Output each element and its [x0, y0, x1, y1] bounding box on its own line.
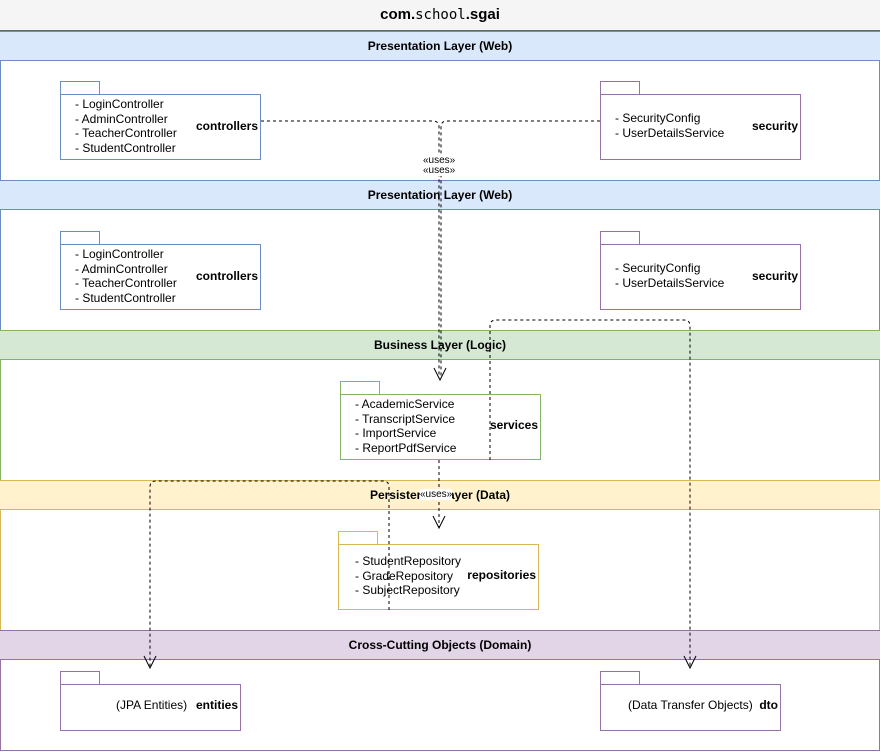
business-band	[0, 360, 880, 480]
repository-item: - SubjectRepository	[355, 583, 460, 597]
uses-label-controllers: «uses»	[423, 155, 456, 166]
title-mono: school	[415, 7, 466, 23]
repositories-to-entities-connector	[149, 480, 390, 666]
persistence-band	[0, 510, 880, 630]
security-package-name-2: security	[751, 269, 798, 283]
service-item: - TranscriptService	[355, 411, 456, 426]
controllers-package-name-1: controllers	[195, 119, 258, 133]
services-package: - AcademicService - TranscriptService - …	[340, 394, 541, 460]
services-to-dto-connector	[489, 319, 691, 666]
dto-arrowhead	[683, 655, 697, 670]
controller-item: - AdminController	[75, 111, 168, 126]
controller-item: - AdminController	[75, 261, 168, 276]
controllers-items-2: - LoginController - AdminController - Te…	[75, 247, 177, 305]
security-item: - SecurityConfig	[615, 111, 701, 125]
security-item: - UserDetailsService	[615, 125, 725, 140]
repository-item: - GradeRepository	[355, 568, 454, 583]
security-package-2: - SecurityConfig - UserDetailsService se…	[600, 244, 801, 310]
controller-item: - LoginController	[75, 247, 164, 261]
dto-package: (Data Transfer Objects) dto	[600, 684, 781, 731]
entities-arrowhead	[143, 655, 157, 670]
security-package-name-1: security	[751, 119, 798, 133]
service-item: - ReportPdfService	[355, 440, 457, 455]
uses-label-security: «uses»	[423, 165, 456, 176]
repositories-package: - StudentRepository - GradeRepository - …	[338, 544, 539, 610]
entities-package: (JPA Entities) entities	[60, 684, 241, 731]
security-package-1: - SecurityConfig - UserDetailsService se…	[600, 94, 801, 160]
presentation-layer-header-2: Presentation Layer (Web)	[0, 180, 880, 210]
controller-item: - StudentController	[75, 140, 176, 155]
service-item: - AcademicService	[355, 397, 455, 411]
controllers-to-services-connector	[261, 120, 440, 378]
title-prefix: com.	[380, 6, 416, 23]
controller-item: - LoginController	[75, 97, 164, 111]
controller-item: - TeacherController	[75, 126, 177, 140]
security-item: - UserDetailsService	[615, 275, 725, 290]
uses-label-repositories: «uses»	[420, 489, 453, 500]
controllers-items-1: - LoginController - AdminController - Te…	[75, 97, 177, 155]
repositories-items: - StudentRepository - GradeRepository - …	[355, 554, 461, 598]
title-suffix: .sgai	[465, 6, 500, 23]
cross-cutting-band	[0, 660, 880, 751]
presentation-layer-header-1: Presentation Layer (Web)	[0, 31, 880, 61]
repositories-arrowhead	[432, 515, 446, 530]
controller-item: - StudentController	[75, 290, 176, 305]
security-to-services-connector	[440, 120, 600, 378]
controllers-package-1: - LoginController - AdminController - Te…	[60, 94, 261, 160]
presentation-band-1	[0, 61, 880, 180]
repository-item: - StudentRepository	[355, 554, 462, 568]
security-items-2: - SecurityConfig - UserDetailsService	[615, 261, 724, 290]
cross-cutting-layer-header: Cross-Cutting Objects (Domain)	[0, 630, 880, 660]
service-item: - ImportService	[355, 426, 437, 440]
security-items-1: - SecurityConfig - UserDetailsService	[615, 111, 724, 140]
services-package-name: services	[489, 418, 538, 432]
dto-description: (Data Transfer Objects)	[628, 698, 753, 712]
controllers-package-name-2: controllers	[195, 269, 258, 283]
services-arrowhead	[433, 367, 447, 382]
diagram-title: com.school.sgai	[0, 0, 880, 31]
entities-package-name: entities	[195, 698, 238, 712]
repositories-package-name: repositories	[467, 568, 536, 582]
services-items: - AcademicService - TranscriptService - …	[355, 397, 456, 455]
controllers-package-2: - LoginController - AdminController - Te…	[60, 244, 261, 310]
dto-package-name: dto	[759, 698, 778, 712]
entities-description: (JPA Entities)	[116, 698, 188, 712]
security-item: - SecurityConfig	[615, 261, 701, 275]
presentation-band-2	[0, 210, 880, 330]
controller-item: - TeacherController	[75, 276, 177, 290]
business-layer-header: Business Layer (Logic)	[0, 330, 880, 360]
